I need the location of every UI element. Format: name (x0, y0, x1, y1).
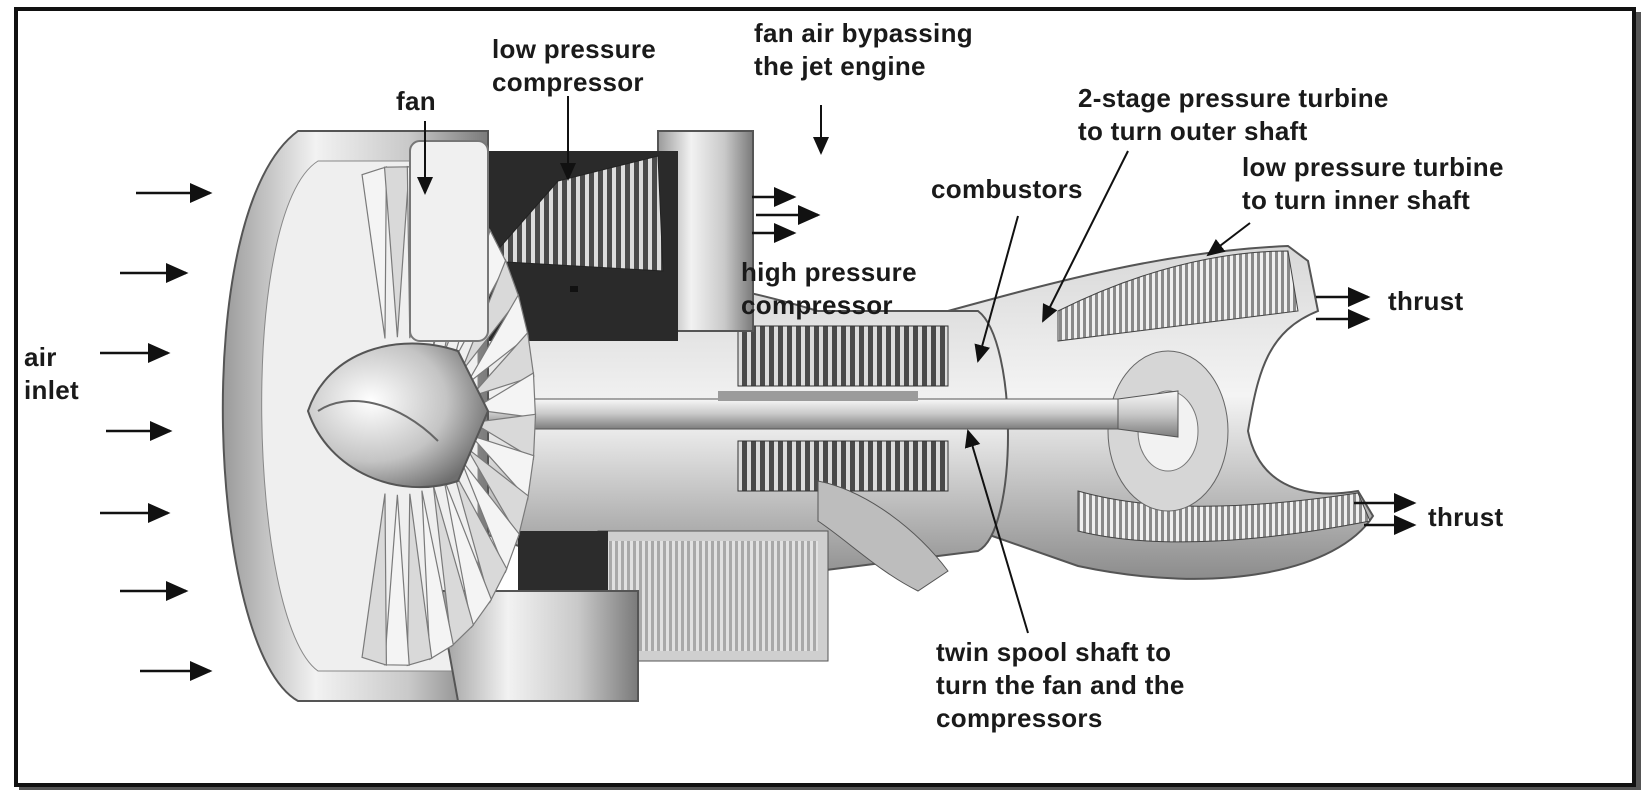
fan-blade (383, 166, 410, 338)
label-high-pressure-compressor: high pressure compressor (741, 256, 917, 322)
bypass-duct (478, 130, 754, 341)
label-line: low pressure turbine (1242, 152, 1504, 182)
leader-lines (417, 96, 1251, 634)
bypass-airflow-arrows (752, 187, 821, 243)
label-line: turn the fan and the (936, 670, 1185, 700)
label-fan-air-bypass: fan air bypassing the jet engine (754, 17, 973, 83)
fan-blade (406, 493, 433, 667)
label-line: fan air bypassing (754, 18, 973, 48)
fan-blade (466, 447, 529, 539)
label-thrust-lower: thrust (1428, 501, 1503, 534)
label-line: the jet engine (754, 51, 926, 81)
thrust-arrows (1316, 287, 1417, 535)
label-combustors: combustors (931, 173, 1083, 206)
label-line: fan (396, 86, 436, 116)
fan-blade (452, 469, 508, 604)
label-line: twin spool shaft to (936, 637, 1172, 667)
fan-blade-front (409, 140, 489, 342)
label-line: high pressure (741, 257, 917, 287)
diagram-frame: air inlet fan low pressure compressor fa… (14, 7, 1636, 787)
label-line: compressor (741, 290, 893, 320)
leader-twin-spool (964, 429, 1029, 634)
label-line: thrust (1388, 286, 1464, 316)
leader-combustors (974, 215, 1019, 363)
fan-blade (443, 478, 493, 629)
label-low-pressure-compressor: low pressure compressor (492, 33, 656, 99)
label-line: combustors (931, 174, 1083, 204)
label-line: compressors (936, 703, 1103, 733)
leader-2-stage-turbine (1042, 150, 1129, 323)
inlet-airflow-arrows (100, 183, 213, 681)
label-line: to turn outer shaft (1078, 116, 1308, 146)
label-line: thrust (1428, 502, 1504, 532)
fan-blade (361, 166, 387, 339)
fan-blade (361, 493, 387, 666)
jet-engine-illustration (100, 96, 1417, 702)
label-fan: fan (396, 85, 436, 118)
label-line: 2-stage pressure turbine (1078, 83, 1389, 113)
label-2-stage-pressure-turbine: 2-stage pressure turbine to turn outer s… (1078, 82, 1389, 148)
spinner-nose-cone (306, 342, 490, 489)
twin-spool-shaft (487, 390, 1179, 438)
leader-lp-turbine (1206, 222, 1251, 257)
fan-blade (432, 485, 475, 648)
fan-blade (468, 331, 535, 398)
label-thrust-upper: thrust (1388, 285, 1463, 318)
label-line: compressor (492, 67, 644, 97)
fan-blade (460, 458, 520, 574)
label-line: to turn inner shaft (1242, 185, 1471, 215)
label-low-pressure-turbine: low pressure turbine to turn inner shaft (1242, 151, 1504, 217)
label-twin-spool-shaft: twin spool shaft to turn the fan and the… (936, 636, 1185, 735)
fan-blade (468, 434, 535, 501)
label-air-inlet: air inlet (24, 341, 79, 407)
fan-blade (470, 371, 537, 419)
label-line: low pressure (492, 34, 656, 64)
label-line: air (24, 342, 57, 372)
label-line: inlet (24, 375, 79, 405)
fan-blade (421, 490, 455, 661)
fan-blade (466, 293, 529, 385)
fan-blade (383, 494, 410, 666)
fan-blade (470, 413, 537, 461)
